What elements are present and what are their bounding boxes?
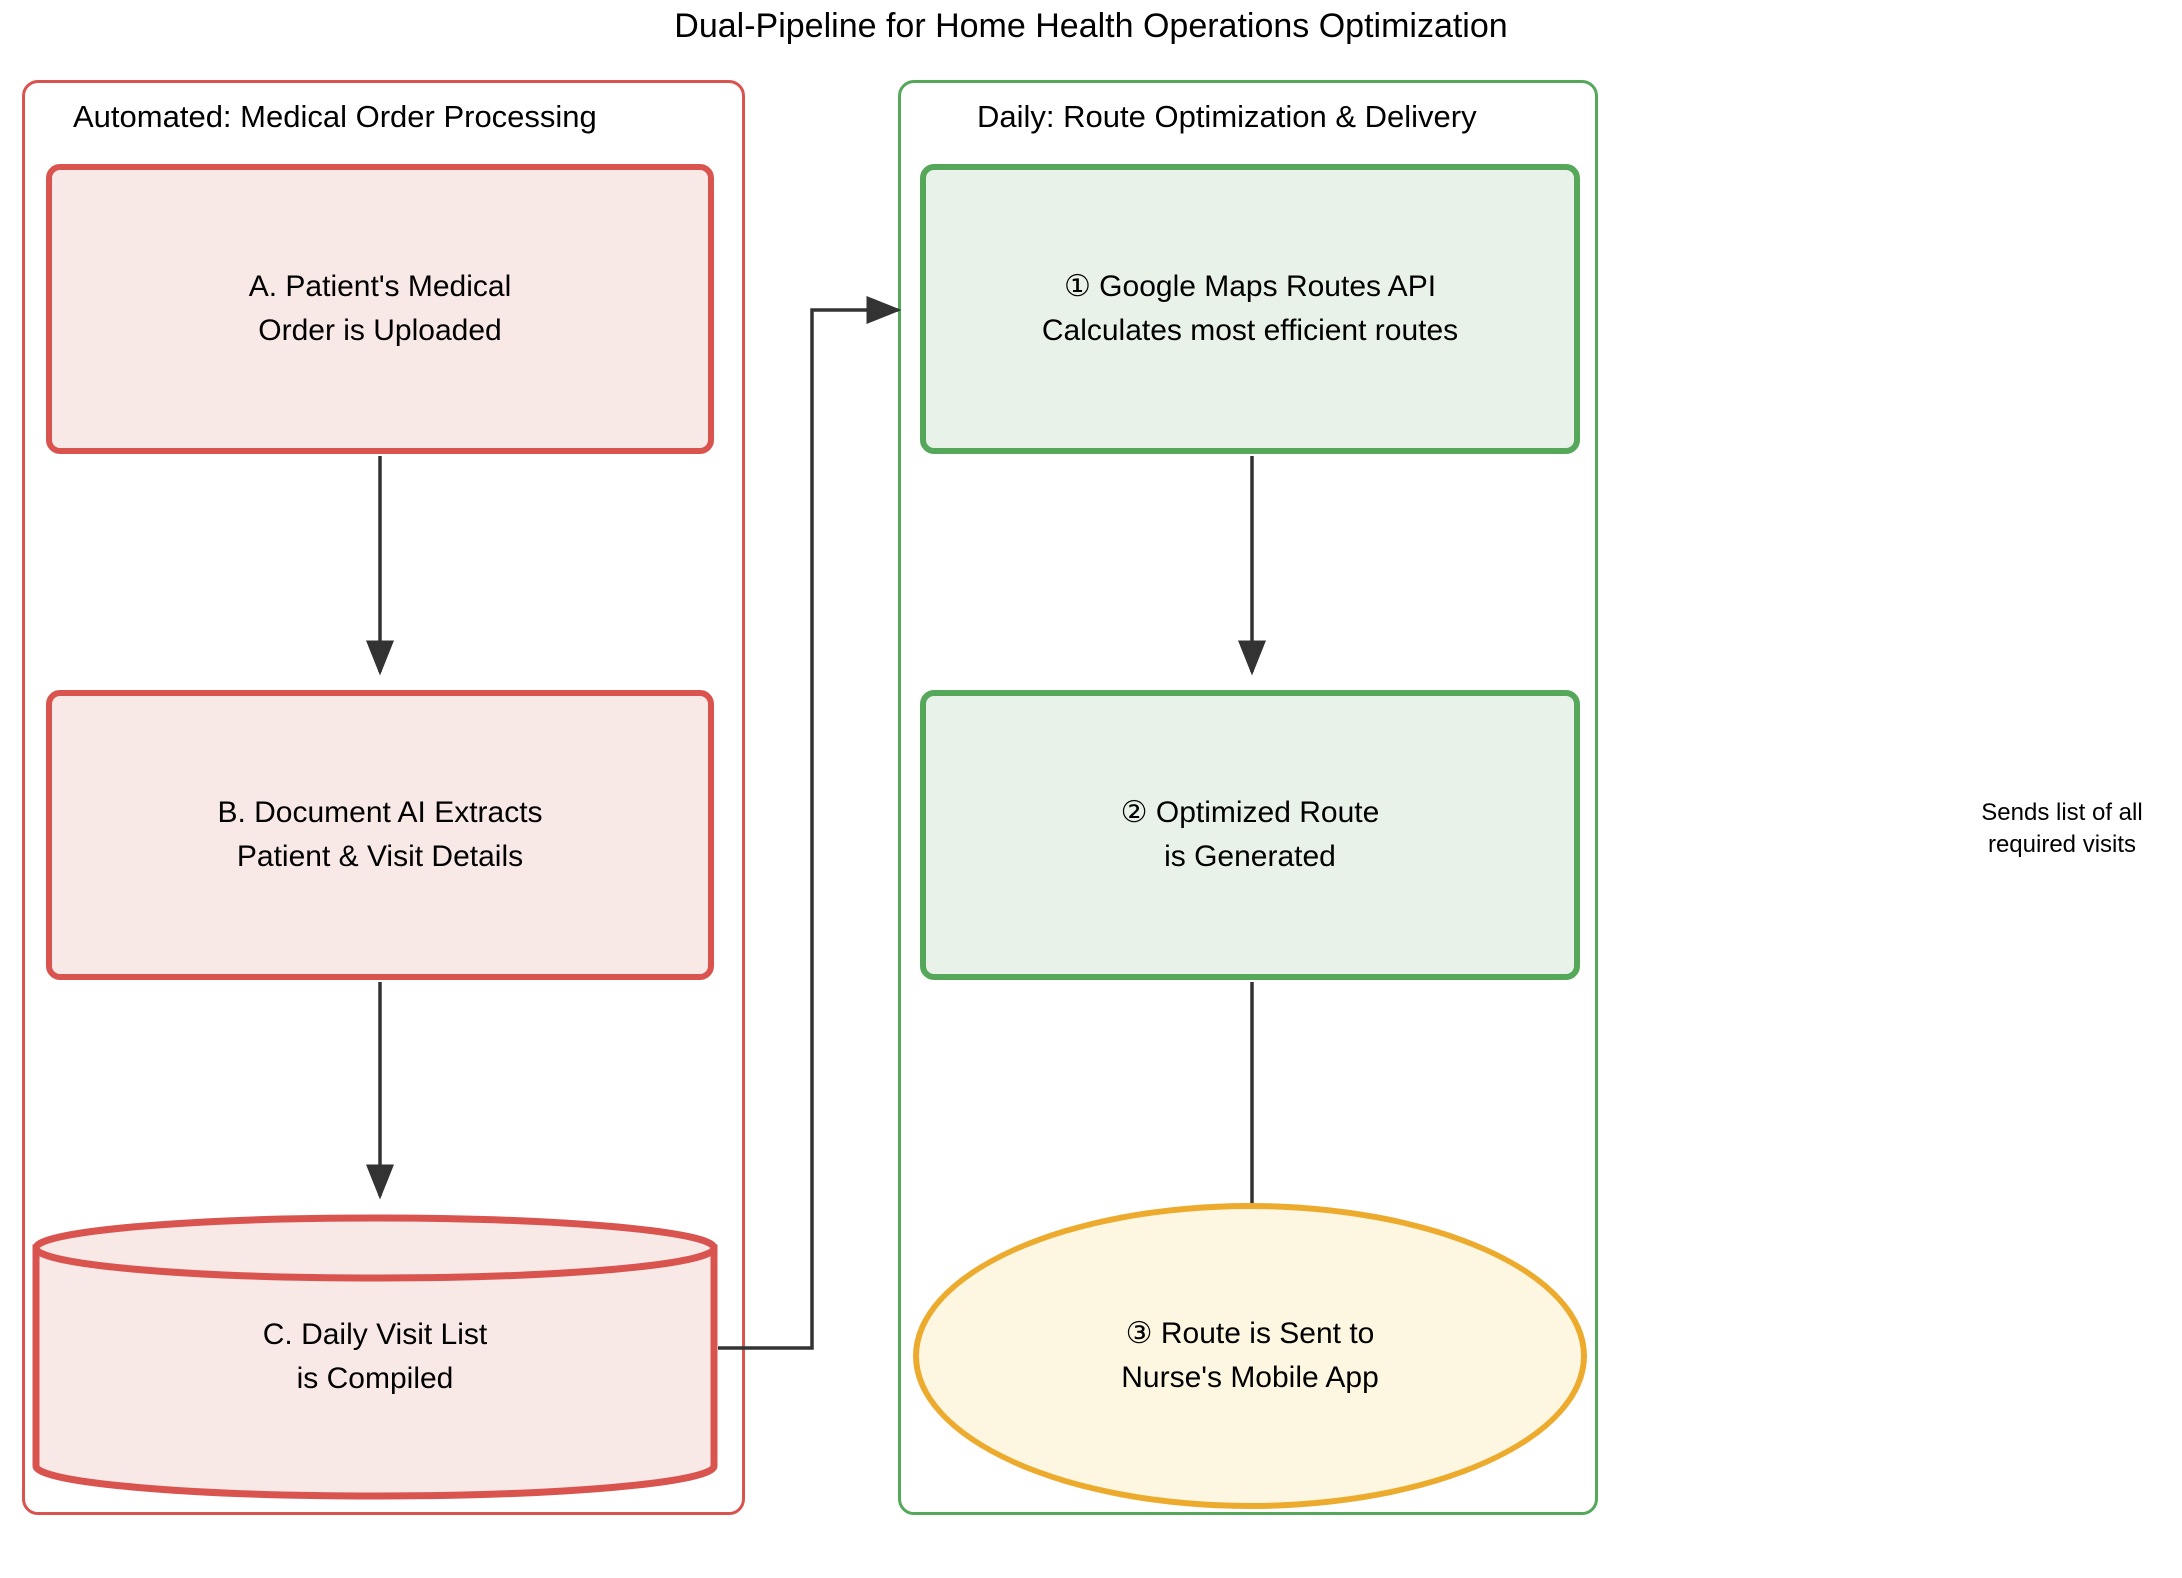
node-a-patient-medical-order-uploaded[interactable]: A. Patient's Medical Order is Uploaded <box>46 164 714 454</box>
node-2-optimized-route-generated[interactable]: ② Optimized Route is Generated <box>920 690 1580 980</box>
page-title: Dual-Pipeline for Home Health Operations… <box>674 7 1508 45</box>
node-c-daily-visit-list-database[interactable]: C. Daily Visit List is Compiled <box>30 1212 720 1502</box>
cylinder-shape-icon <box>32 1214 718 1500</box>
node-1-google-maps-routes-api[interactable]: ① Google Maps Routes API Calculates most… <box>920 164 1580 454</box>
edge-label-sends-list-of-all-required-visits: Sends list of all required visits <box>1981 799 2143 858</box>
subgraph-label-automated: Automated: Medical Order Processing <box>73 99 597 134</box>
node-3-route-sent-to-nurse-mobile-app[interactable]: ③ Route is Sent to Nurse's Mobile App <box>913 1203 1587 1509</box>
node-c-label: C. Daily Visit List is Compiled <box>262 1318 488 1395</box>
subgraph-label-daily: Daily: Route Optimization & Delivery <box>977 99 1477 134</box>
node-b-document-ai-extracts[interactable]: B. Document AI Extracts Patient & Visit … <box>46 690 714 980</box>
edge-c-to-1 <box>718 296 902 1350</box>
